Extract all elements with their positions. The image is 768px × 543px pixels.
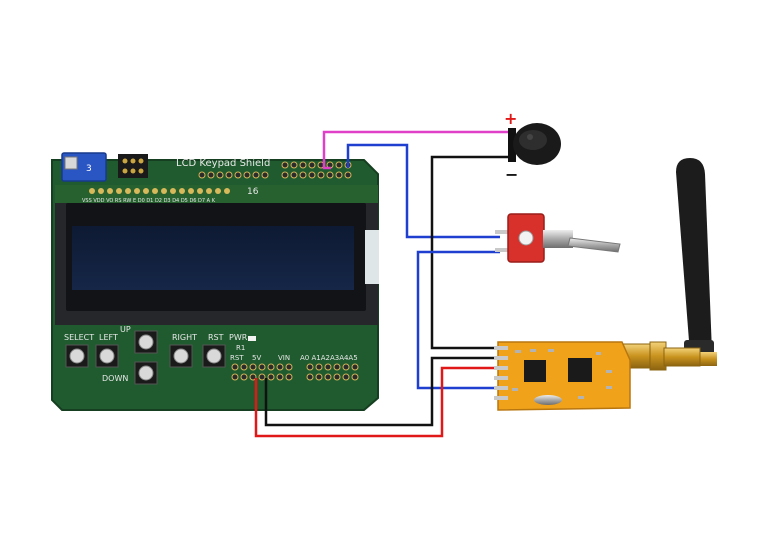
up-button[interactable] <box>134 330 158 354</box>
header-5v-label: 5V <box>252 354 261 362</box>
select-label: SELECT <box>64 333 94 342</box>
potentiometer-label: 3 <box>86 164 92 174</box>
right-label: RIGHT <box>172 333 197 342</box>
lcd-pin-labels: VSS VDD VO RS RW E D0 D1 D2 D3 D4 D5 D6 … <box>82 198 216 204</box>
antenna-icon <box>676 158 717 366</box>
left-button[interactable] <box>95 344 119 368</box>
down-label: DOWN <box>102 374 128 383</box>
lcd-keypad-shield: 16 VSS VDD VO RS RW E D0 D1 D2 D3 D4 D5 … <box>51 152 379 411</box>
power-header-pins <box>231 363 293 381</box>
analog-header-pins <box>306 363 359 381</box>
up-label: UP <box>120 325 131 334</box>
buzzer-icon <box>508 123 561 165</box>
top-header-pins <box>198 161 352 179</box>
lcd-pin-row <box>89 188 230 194</box>
wire-magenta-buzzer <box>322 130 510 170</box>
buzzer-minus-label: − <box>505 165 518 184</box>
pwr-label: PWR <box>229 333 248 342</box>
pwr-led <box>248 336 256 341</box>
wire-blue-top <box>346 143 500 239</box>
down-button[interactable] <box>134 361 158 385</box>
potentiometer-screw[interactable] <box>64 156 78 170</box>
header-rst-label: RST <box>230 354 244 362</box>
wires <box>254 130 510 438</box>
rf-module-icon <box>494 341 701 411</box>
icsp-header <box>118 154 148 178</box>
rst-label: RST <box>208 333 224 342</box>
header-analog-label: A0 A1A2A3A4A5 <box>300 354 358 362</box>
toggle-switch-icon[interactable] <box>495 213 621 263</box>
icsp-pins <box>122 158 144 174</box>
left-label: LEFT <box>99 333 118 342</box>
wire-black-ground <box>264 356 500 427</box>
resistor-label: R1 <box>236 344 245 352</box>
lcd-backlight-strip <box>365 230 379 284</box>
buzzer-plus-label: + <box>504 109 517 128</box>
lcd-screen <box>72 226 354 290</box>
right-button[interactable] <box>169 344 193 368</box>
lcd-pin-number: 16 <box>247 187 259 197</box>
wire-red-5v <box>254 366 500 438</box>
select-button[interactable] <box>65 344 89 368</box>
header-vin-label: VIN <box>278 354 290 362</box>
wire-blue-switch <box>416 250 500 390</box>
shield-title: LCD Keypad Shield <box>176 158 270 169</box>
rst-button[interactable] <box>202 344 226 368</box>
